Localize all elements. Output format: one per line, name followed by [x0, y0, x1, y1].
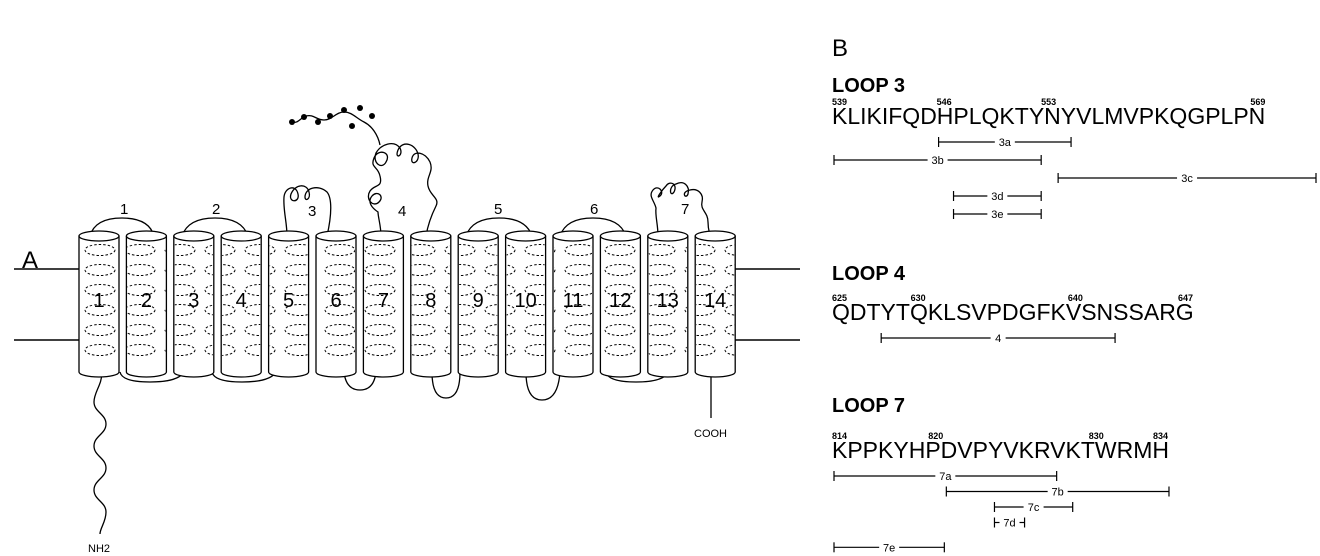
residue-position-label: 539	[832, 97, 847, 107]
residue-position-label: 820	[928, 431, 943, 441]
loop-3-fragments: 3a 3b 3c 3d 3e	[834, 137, 1316, 221]
transmembrane-segment: 5	[269, 231, 309, 377]
fragment-label: 3e	[991, 209, 1003, 221]
transmembrane-segment: 12	[600, 231, 640, 377]
fragment-bar: 3a	[939, 137, 1071, 149]
fragment-label: 7c	[1028, 502, 1040, 514]
segment-number-label: 10	[514, 290, 536, 312]
fragment-bar: 4	[881, 333, 1115, 345]
segment-number-label: 11	[563, 290, 584, 312]
loop-number-label: 4	[398, 203, 406, 220]
residue-position-label: 553	[1041, 97, 1056, 107]
fragment-label: 4	[995, 333, 1001, 345]
segment-number-label: 9	[473, 290, 484, 312]
residue-position-label: 830	[1089, 431, 1104, 441]
panel-b-sequences: B LOOP 3 KLIKIFQDHPLQKTYNYVLMVPKQGPLPN 5…	[832, 35, 1316, 554]
transmembrane-segment: 9	[458, 231, 498, 377]
loop-4-fragments: 4	[881, 333, 1115, 345]
transmembrane-segment: 7	[363, 231, 403, 377]
segment-number-label: 5	[283, 290, 294, 312]
fragment-bar: 7d	[994, 518, 1024, 530]
segment-number-label: 4	[236, 290, 247, 312]
fragment-label: 7a	[939, 471, 952, 483]
n-terminus-label: NH2	[88, 543, 110, 555]
panel-a-topology: A	[14, 105, 800, 555]
segment-number-label: 2	[141, 290, 152, 312]
fragment-label: 3d	[991, 191, 1003, 203]
fragment-bar: 3e	[954, 209, 1042, 221]
transmembrane-segment: 10	[506, 231, 546, 377]
transmembrane-segment: 11	[553, 231, 593, 377]
residue-position-label: 569	[1250, 97, 1265, 107]
loop-4-title: LOOP 4	[832, 263, 906, 285]
segment-number-label: 13	[657, 290, 679, 312]
fragment-label: 7b	[1052, 487, 1064, 499]
transmembrane-segment: 14	[695, 231, 735, 377]
residue-position-label: 630	[911, 293, 926, 303]
glycosylation-beads	[289, 105, 375, 129]
loop-7-fragments: 7a 7b 7c 7d 7e	[834, 471, 1169, 554]
fragment-label: 7e	[883, 542, 895, 554]
fragment-bar: 7b	[946, 487, 1169, 499]
loop-7-title: LOOP 7	[832, 395, 905, 417]
panel-a-label: A	[22, 247, 38, 274]
residue-position-label: 625	[832, 293, 847, 303]
fragment-bar: 3c	[1058, 173, 1316, 185]
transmembrane-segment: 8	[411, 231, 451, 377]
segment-number-label: 1	[93, 290, 104, 312]
residue-position-label: 814	[832, 431, 847, 441]
fragment-label: 3c	[1181, 173, 1193, 185]
segment-number-label: 7	[378, 290, 389, 312]
loop-number-label: 2	[212, 201, 220, 218]
fragment-label: 3a	[999, 137, 1012, 149]
loop-number-label: 5	[494, 201, 502, 218]
loop-7-sequence: KPPKYHPDVPYVKRVKTWRMH	[832, 437, 1169, 463]
transmembrane-segment: 2	[126, 231, 166, 377]
segment-number-label: 12	[609, 290, 631, 312]
segment-number-label: 14	[704, 290, 726, 312]
residue-position-label: 546	[937, 97, 952, 107]
residue-position-label: 640	[1068, 293, 1083, 303]
loop-number-label: 3	[308, 203, 316, 220]
loop-4-sequence: QDTYTQKLSVPDGFKVSNSSARG	[832, 299, 1194, 325]
transmembrane-segment: 1	[79, 231, 119, 377]
transmembrane-segment: 3	[174, 231, 214, 377]
c-terminus-label: COOH	[694, 428, 727, 440]
residue-position-label: 647	[1178, 293, 1193, 303]
loop-3-title: LOOP 3	[832, 75, 905, 97]
loop-number-label: 6	[590, 201, 598, 218]
fragment-bar: 7a	[834, 471, 1057, 483]
segment-number-label: 6	[330, 290, 341, 312]
segment-number-label: 3	[188, 290, 199, 312]
loop-number-label: 7	[681, 201, 689, 218]
fragment-label: 3b	[931, 155, 943, 167]
fragment-bar: 7e	[834, 542, 944, 554]
loop-number-label: 1	[120, 201, 128, 218]
transmembrane-segment: 13	[648, 231, 688, 377]
fragment-bar: 7c	[994, 502, 1072, 514]
transmembrane-segment: 4	[221, 231, 261, 377]
fragment-bar: 3d	[954, 191, 1042, 203]
transmembrane-segment: 6	[316, 231, 356, 377]
fragment-label: 7d	[1003, 518, 1015, 530]
fragment-bar: 3b	[834, 155, 1041, 167]
panel-b-label: B	[832, 35, 848, 62]
residue-position-label: 834	[1153, 431, 1168, 441]
segment-number-label: 8	[425, 290, 436, 312]
